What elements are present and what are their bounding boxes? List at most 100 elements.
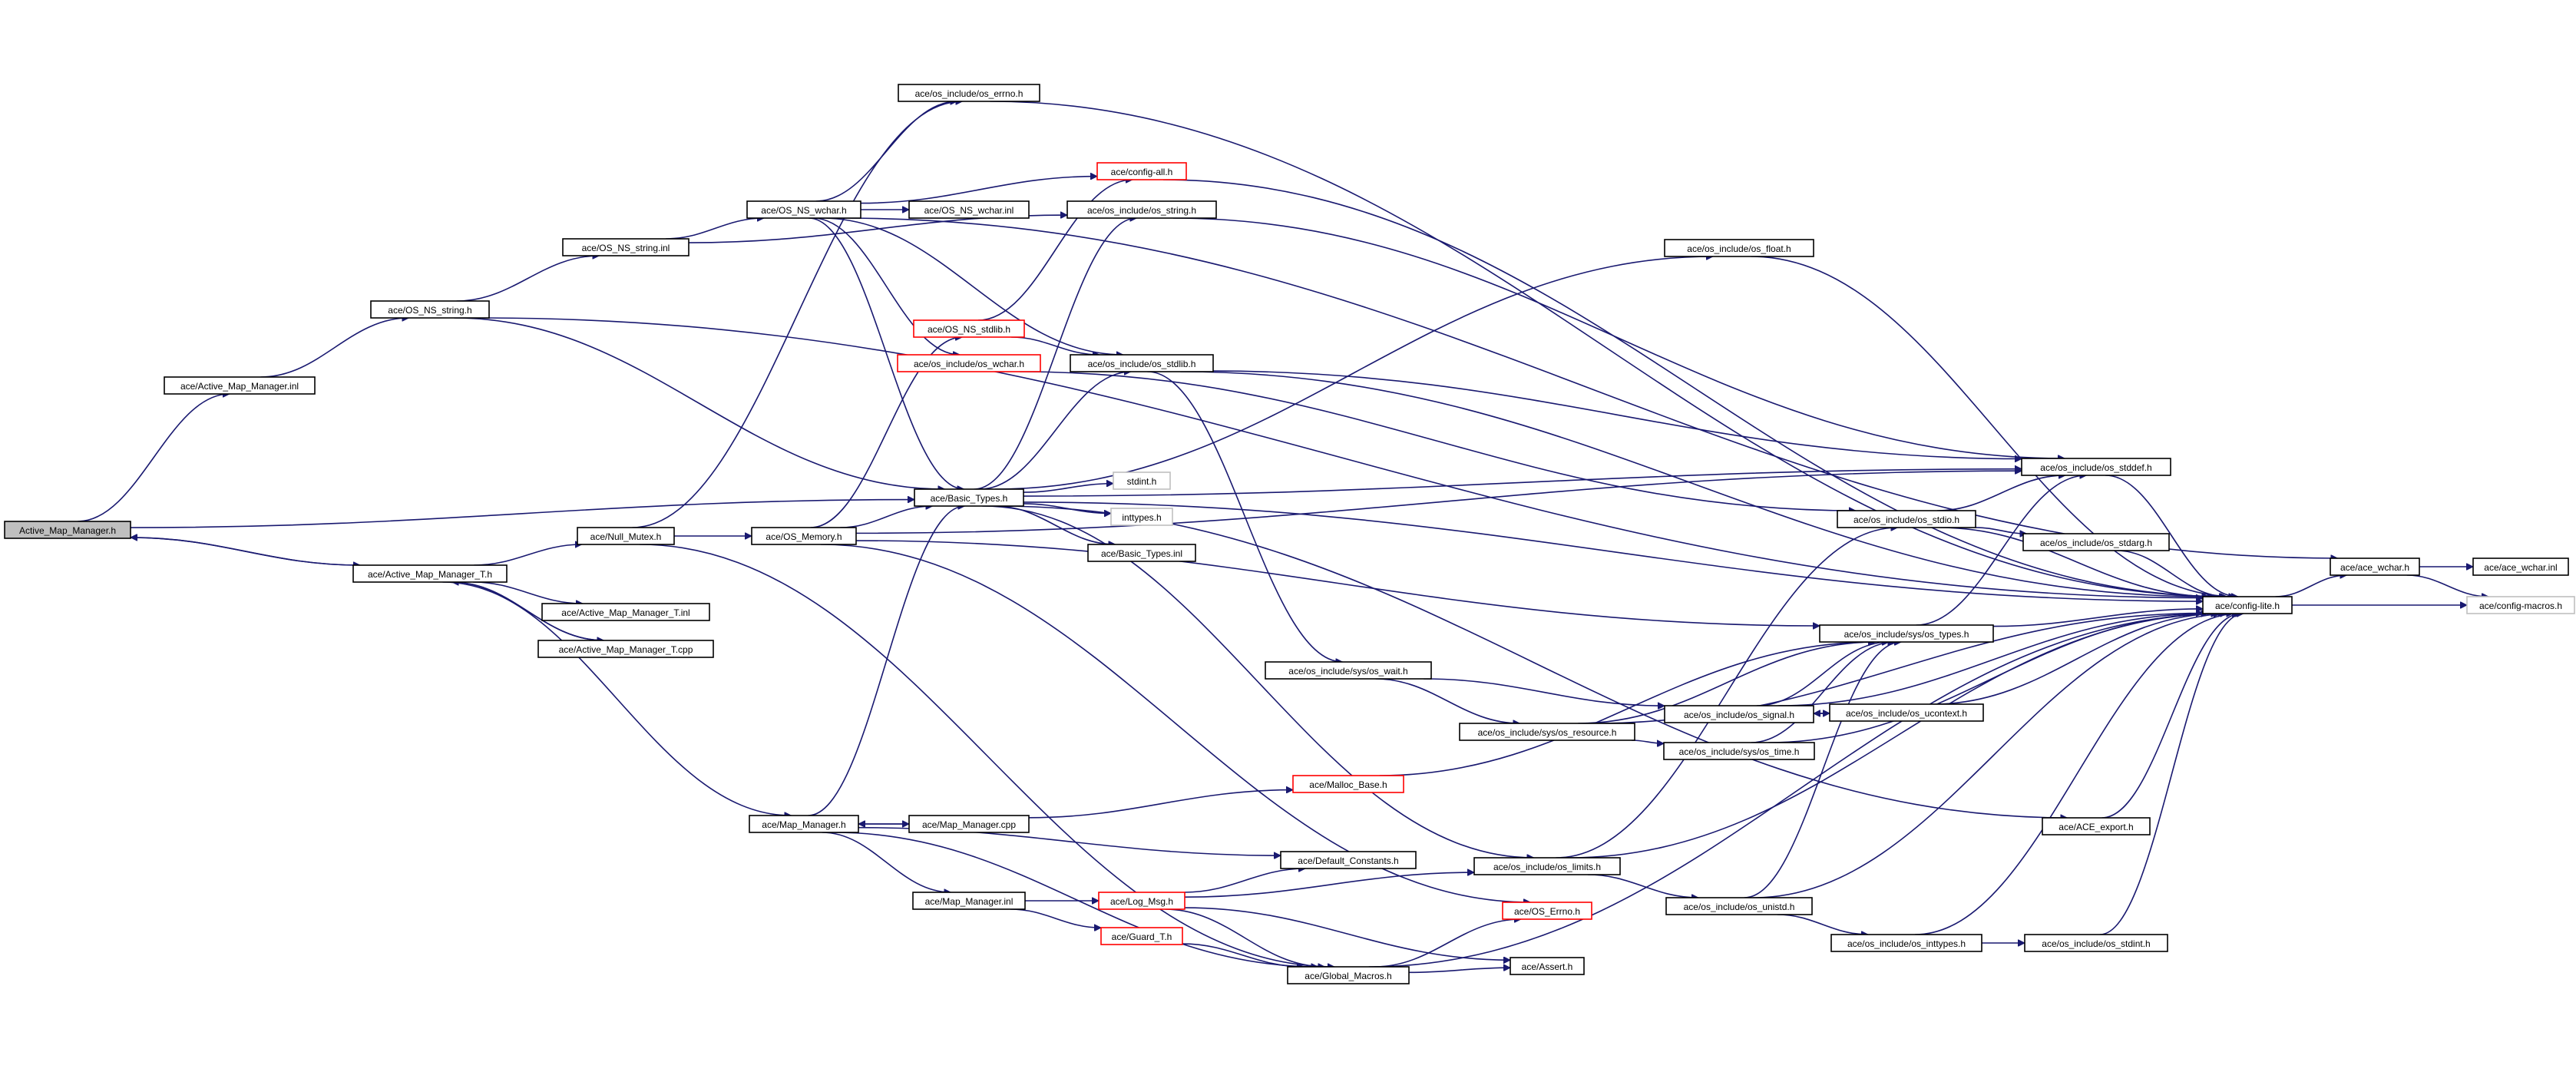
node-guard-t[interactable]: ace/Guard_T.h <box>1100 927 1183 945</box>
node-global-macros[interactable]: ace/Global_Macros.h <box>1287 966 1410 984</box>
node-label: ace/Map_Manager.inl <box>925 896 1014 907</box>
edge-log_msg-to-global_macros <box>1165 908 1325 967</box>
edge-os_stddef_h-to-config_lite <box>2105 475 2238 597</box>
node-map-manager-cpp[interactable]: ace/Map_Manager.cpp <box>908 815 1030 833</box>
node-box <box>1280 851 1417 869</box>
node-label: stdint.h <box>1127 476 1157 487</box>
node-os-ucontext[interactable]: ace/os_include/os_ucontext.h <box>1829 703 1984 722</box>
node-box <box>2042 817 2151 835</box>
node-box <box>1664 705 1814 723</box>
node-os-wchar-h[interactable]: ace/os_include/os_wchar.h <box>897 354 1041 372</box>
node-ace-wchar-h[interactable]: ace/ace_wchar.h <box>2330 558 2420 576</box>
node-os-ns-wchar-inl[interactable]: ace/OS_NS_wchar.inl <box>908 200 1030 219</box>
node-label: ace/Assert.h <box>1522 961 1573 972</box>
edge-sys_os_resource-to-sys_os_time <box>1631 739 1664 743</box>
node-os-string-h[interactable]: ace/os_include/os_string.h <box>1066 200 1217 219</box>
edge-os_unistd-to-sys_os_types <box>1744 642 1901 898</box>
node-amm-t-cpp[interactable]: ace/Active_Map_Manager_T.cpp <box>537 640 714 658</box>
node-label: ace/config-lite.h <box>2215 601 2280 611</box>
edge-malloc_base-to-sys_os_types <box>1379 642 1875 776</box>
node-os-limits[interactable]: ace/os_include/os_limits.h <box>1473 857 1621 875</box>
node-config-macros[interactable]: ace/config-macros.h <box>2466 596 2575 614</box>
node-box <box>1070 354 1214 372</box>
edge-os_ns_string_h-to-os_ns_string_inl <box>456 256 600 302</box>
edge-os_string_h-to-os_stddef_h <box>1172 217 2065 458</box>
node-label: ace/OS_NS_string.h <box>388 305 471 316</box>
node-os-ns-string-inl[interactable]: ace/OS_NS_string.inl <box>562 238 689 256</box>
edge-amm_t_cpp-to-amm_t_h <box>452 582 604 641</box>
node-label: ace/Active_Map_Manager_T.h <box>368 569 492 580</box>
node-box <box>164 376 316 395</box>
node-root[interactable]: Active_Map_Manager.h <box>4 521 131 539</box>
node-label: ace/os_include/sys/os_resource.h <box>1478 727 1617 738</box>
node-config-lite[interactable]: ace/config-lite.h <box>2202 596 2293 614</box>
node-amm-t-inl[interactable]: ace/Active_Map_Manager_T.inl <box>541 603 710 621</box>
node-box <box>2021 458 2171 476</box>
node-label: ace/os_include/os_string.h <box>1087 205 1196 216</box>
node-label: ace/Guard_T.h <box>1112 931 1172 942</box>
node-os-memory[interactable]: ace/OS_Memory.h <box>751 527 857 545</box>
node-stdint-h[interactable]: stdint.h <box>1113 471 1171 490</box>
node-label: ace/OS_NS_wchar.inl <box>924 205 1014 216</box>
edge-basic_types-to-config_lite <box>1023 501 2203 601</box>
node-label: ace/Default_Constants.h <box>1298 855 1398 866</box>
node-sys-os-time[interactable]: ace/os_include/sys/os_time.h <box>1663 742 1815 760</box>
node-os-inttypes[interactable]: ace/os_include/os_inttypes.h <box>1830 934 1982 952</box>
edge-os_ns_stdlib_h-to-config_all <box>978 180 1133 321</box>
node-label: ace/Basic_Types.h <box>931 493 1008 504</box>
node-map-manager-inl[interactable]: ace/Map_Manager.inl <box>912 892 1026 910</box>
node-basic-types-inl[interactable]: ace/Basic_Types.inl <box>1087 544 1196 562</box>
node-amm-inl[interactable]: ace/Active_Map_Manager.inl <box>164 376 316 395</box>
node-os-stdint[interactable]: ace/os_include/os_stdint.h <box>2024 934 2168 952</box>
edge-os_ns_wchar_h-to-config_all <box>860 177 1097 204</box>
node-amm-t-h[interactable]: ace/Active_Map_Manager_T.h <box>352 564 508 583</box>
node-os-ns-stdlib-h[interactable]: ace/OS_NS_stdlib.h <box>913 319 1025 338</box>
node-ace-export[interactable]: ace/ACE_export.h <box>2042 817 2151 835</box>
edge-os_stdlib_h-to-os_stddef_h <box>1212 370 2022 458</box>
node-inttypes-h[interactable]: inttypes.h <box>1110 508 1173 526</box>
node-os-ns-string-h[interactable]: ace/OS_NS_string.h <box>370 300 490 319</box>
node-box <box>1110 508 1173 526</box>
node-basic-types[interactable]: ace/Basic_Types.h <box>914 488 1024 507</box>
node-os-stdlib-h[interactable]: ace/os_include/os_stdlib.h <box>1070 354 1214 372</box>
node-label: ace/Malloc_Base.h <box>1309 779 1387 790</box>
node-ace-wchar-inl[interactable]: ace/ace_wchar.inl <box>2472 558 2569 576</box>
node-sys-os-wait[interactable]: ace/os_include/sys/os_wait.h <box>1265 661 1432 680</box>
node-sys-os-types[interactable]: ace/os_include/sys/os_types.h <box>1819 624 1994 643</box>
node-label: ace/os_include/os_stddef.h <box>2040 462 2151 473</box>
edge-config_all-to-config_lite <box>1163 179 2226 597</box>
node-map-manager-h[interactable]: ace/Map_Manager.h <box>749 815 859 833</box>
node-sys-os-resource[interactable]: ace/os_include/sys/os_resource.h <box>1459 723 1635 741</box>
edge-sys_os_resource-to-sys_os_types <box>1578 642 1876 724</box>
node-os-stdarg-h[interactable]: ace/os_include/os_stdarg.h <box>2022 533 2170 551</box>
node-null-mutex[interactable]: ace/Null_Mutex.h <box>577 527 675 545</box>
node-log-msg[interactable]: ace/Log_Msg.h <box>1098 892 1185 910</box>
edge-amm_inl-to-os_ns_string_h <box>260 318 409 378</box>
edge-sys_os_wait-to-os_signal <box>1424 678 1665 706</box>
edge-global_macros-to-os_errno_ace <box>1374 919 1521 968</box>
edge-os_inttypes-to-config_lite <box>1915 614 2239 935</box>
node-box <box>898 84 1040 102</box>
node-default-constants[interactable]: ace/Default_Constants.h <box>1280 851 1417 869</box>
node-malloc-base[interactable]: ace/Malloc_Base.h <box>1292 775 1404 793</box>
node-os-errno-h[interactable]: ace/os_include/os_errno.h <box>898 84 1040 102</box>
node-label: ace/Null_Mutex.h <box>590 531 662 542</box>
node-os-stdio-h[interactable]: ace/os_include/os_stdio.h <box>1837 510 1976 528</box>
node-os-unistd[interactable]: ace/os_include/os_unistd.h <box>1665 897 1813 915</box>
node-box <box>912 892 1026 910</box>
node-os-ns-wchar-h[interactable]: ace/OS_NS_wchar.h <box>746 200 861 219</box>
node-label: ace/config-macros.h <box>2479 601 2562 611</box>
node-label: ace/os_include/os_stdarg.h <box>2040 538 2152 548</box>
node-os-errno-ace[interactable]: ace/OS_Errno.h <box>1502 902 1592 920</box>
node-os-float-h[interactable]: ace/os_include/os_float.h <box>1664 239 1814 257</box>
node-box <box>4 521 131 539</box>
node-config-all[interactable]: ace/config-all.h <box>1096 162 1187 180</box>
node-os-stddef-h[interactable]: ace/os_include/os_stddef.h <box>2021 458 2171 476</box>
node-label: ace/OS_NS_stdlib.h <box>928 324 1010 335</box>
node-os-signal[interactable]: ace/os_include/os_signal.h <box>1664 705 1814 723</box>
node-assert-h[interactable]: ace/Assert.h <box>1510 957 1585 975</box>
node-label: ace/Map_Manager.h <box>762 819 845 830</box>
node-label: ace/ace_wchar.h <box>2340 562 2409 573</box>
node-box <box>1837 510 1976 528</box>
edge-log_msg-to-assert_h <box>1184 907 1510 960</box>
